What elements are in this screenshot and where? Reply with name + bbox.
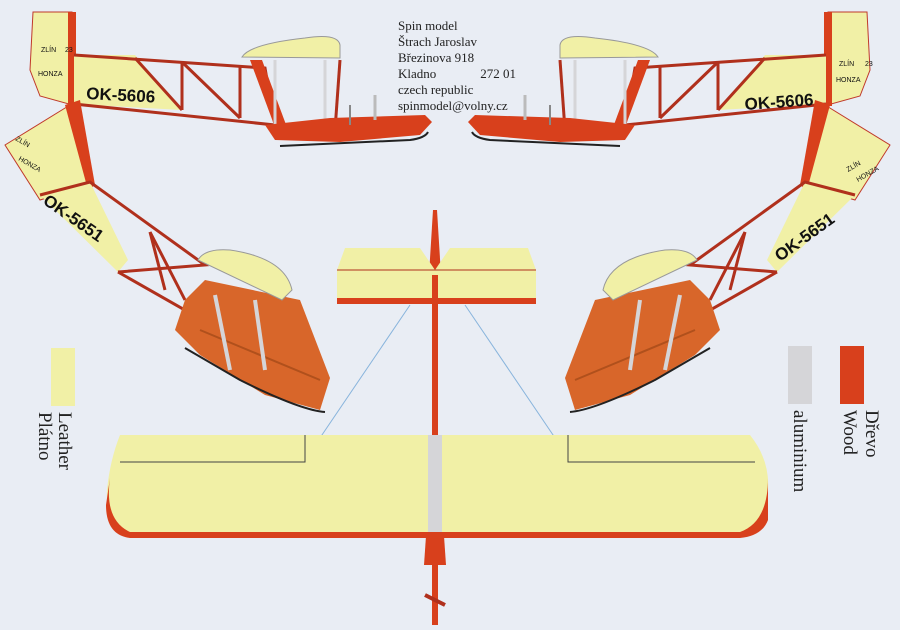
boom-top <box>432 275 438 435</box>
postcode: 272 01 <box>480 66 517 81</box>
boom-panel-left <box>74 55 182 110</box>
spar-top <box>428 435 442 532</box>
tail-name-left: HONZA <box>38 71 63 78</box>
cockpit-top <box>424 536 446 565</box>
email: spinmodel@volny.cz <box>398 98 508 113</box>
aileron-right <box>567 435 755 463</box>
registration-upper-left: OK-5606 <box>86 84 156 107</box>
legend-label-platno: Plátno <box>34 412 55 461</box>
street: Březinova 918 <box>398 50 475 65</box>
strut-dive-left-1 <box>148 231 187 301</box>
wire-right <box>464 304 571 461</box>
fin-edge-dive-left <box>65 100 95 190</box>
legend-swatch-wood <box>840 346 864 404</box>
wing-dive-left <box>197 249 293 301</box>
address-block: Spin model Štrach Jaroslav Březinova 918… <box>398 18 516 114</box>
skid-left <box>279 131 429 147</box>
legend-swatch-aluminium <box>788 346 812 404</box>
tail-name-right: HONZA <box>836 77 861 84</box>
city: Kladno <box>398 66 437 81</box>
legend-label-wood: Wood <box>839 410 860 455</box>
legend-label-leather: Leather <box>54 412 75 471</box>
aileron-left <box>120 435 306 463</box>
strut-dive-left-2 <box>148 231 167 291</box>
rudder-left <box>29 11 77 107</box>
wire-left <box>304 304 411 461</box>
registration-upper-right: OK-5606 <box>744 90 814 114</box>
tail-type-left: ZLÍN <box>41 45 56 54</box>
strut-left-1 <box>133 56 184 112</box>
pedal-top <box>424 593 446 607</box>
legend-label-drevo: Dřevo <box>861 410 882 458</box>
cable-dive-left-1 <box>213 294 232 371</box>
wing-left <box>241 36 341 59</box>
company-name: Spin model <box>398 18 458 33</box>
hull-line-dive-left <box>199 329 321 381</box>
boom-frame-dive-left <box>39 180 210 274</box>
hull-dive-left <box>175 280 330 410</box>
tail-number-left: 23 <box>65 47 73 54</box>
glider-dive-view-right <box>565 100 891 413</box>
cable-dive-left-2 <box>253 299 267 371</box>
country: czech republic <box>398 82 474 97</box>
city-line: Kladno 272 01 <box>398 66 516 82</box>
hull-left <box>265 115 432 142</box>
strut-left-3 <box>180 60 242 120</box>
skid-top <box>432 565 438 625</box>
tail-type-right: ZLÍN <box>839 59 854 68</box>
glider-side-view-left: OK-5606 ZLÍN 23 HONZA <box>29 11 432 147</box>
legend-swatch-leather <box>51 348 75 406</box>
glider-top-view <box>106 210 769 625</box>
skid-dive-left <box>184 347 326 413</box>
rudder-top <box>429 210 441 275</box>
wing-leading-edge <box>106 478 768 538</box>
legend-label-aluminium: aluminium <box>789 410 810 493</box>
person-name: Štrach Jaroslav <box>398 34 478 49</box>
boom-panel-dive-left <box>40 182 128 272</box>
glider-side-view-right <box>468 11 871 147</box>
pylon-left <box>250 60 288 130</box>
tail-number-right: 23 <box>865 61 873 68</box>
